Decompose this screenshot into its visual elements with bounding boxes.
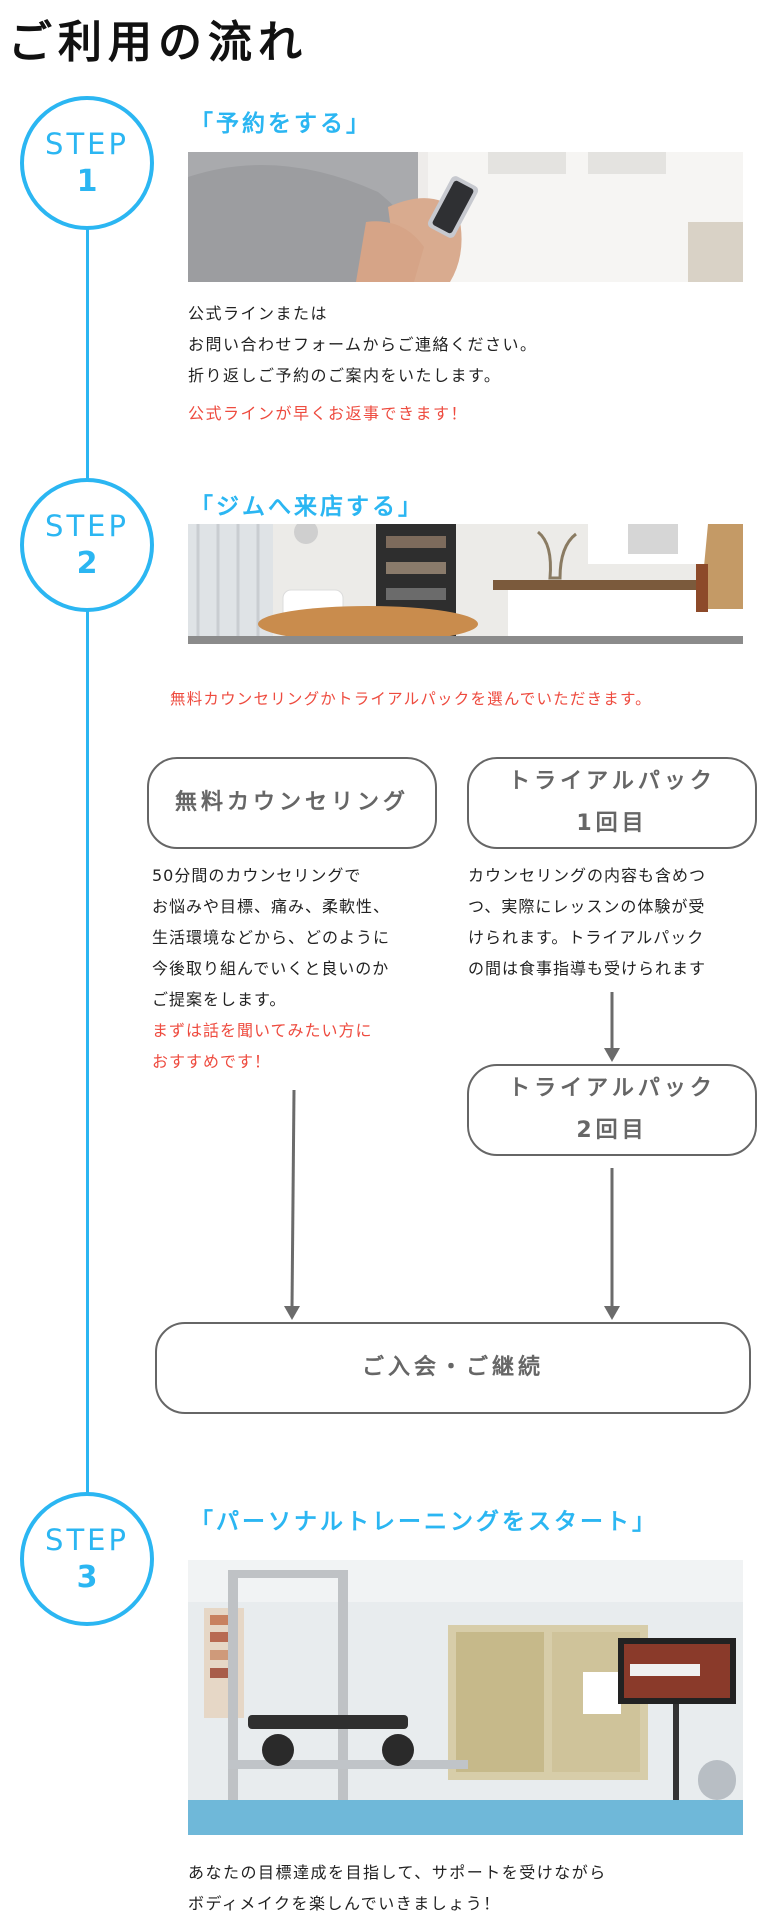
counseling-note-line: おすすめです！ <box>152 1052 272 1071</box>
text-line: ご提案をします。 <box>152 990 287 1009</box>
step-number: 2 <box>76 546 98 581</box>
text-line: お問い合わせフォームからご連絡ください。 <box>188 335 538 354</box>
step-1-description: 公式ラインまたは お問い合わせフォームからご連絡ください。 折り返しご予約のご案… <box>188 298 538 391</box>
step-1-photo-phone <box>188 152 743 282</box>
step-3-description: あなたの目標達成を目指して、サポートを受けながら ボディメイクを楽しんでいきまし… <box>188 1857 607 1919</box>
text-line: あなたの目標達成を目指して、サポートを受けながら <box>188 1863 607 1882</box>
timeline-line <box>86 150 89 1570</box>
text-line: ボディメイクを楽しんでいきましょう！ <box>188 1894 501 1913</box>
text-line: けられます。トライアルパック <box>468 928 705 947</box>
step-1-badge: STEP 1 <box>20 96 154 230</box>
text-line: 生活環境などから、どのように <box>152 928 391 947</box>
arrow-counseling-to-join <box>284 1089 300 1320</box>
step-number: 1 <box>76 164 98 199</box>
counseling-description: 50分間のカウンセリングで お悩みや目標、痛み、柔軟性、 生活環境などから、どの… <box>152 860 390 1077</box>
step-2-photo-gym-lounge <box>188 524 743 644</box>
step-label: STEP <box>45 509 129 543</box>
step-label: STEP <box>45 127 129 161</box>
arrow-trial2-to-join <box>604 1168 620 1320</box>
arrow-trial1-to-trial2 <box>604 992 620 1062</box>
counseling-box: 無料カウンセリング <box>147 757 437 849</box>
step-1-note: 公式ラインが早くお返事できます！ <box>188 404 469 423</box>
counseling-note-line: まずは話を聞いてみたい方に <box>152 1021 373 1040</box>
step-label: STEP <box>45 1523 129 1557</box>
counseling-title: 無料カウンセリング <box>174 790 409 815</box>
step-3-badge: STEP 3 <box>20 1492 154 1626</box>
trial-2-title-line: 2回目 <box>576 1118 648 1143</box>
step-2-heading: 「ジムへ来店する」 <box>190 494 424 520</box>
text-line: お悩みや目標、痛み、柔軟性、 <box>152 897 391 916</box>
trial-1-title-line: トライアルパック <box>508 769 716 794</box>
text-line: つ、実際にレッスンの体験が受 <box>468 897 706 916</box>
text-line: 今後取り組んでいくと良いのか <box>152 959 390 978</box>
text-line: カウンセリングの内容も含めつ <box>468 866 707 885</box>
trial-1-description: カウンセリングの内容も含めつ つ、実際にレッスンの体験が受 けられます。トライア… <box>468 860 706 984</box>
step-2-intro: 無料カウンセリングかトライアルパックを選んでいただきます。 <box>170 690 652 708</box>
text-line: 50分間のカウンセリングで <box>152 866 362 885</box>
join-box: ご入会・ご継続 <box>155 1322 751 1414</box>
join-title: ご入会・ご継続 <box>361 1355 544 1380</box>
trial-2-box: トライアルパック 2回目 <box>467 1064 757 1156</box>
step-3-photo-gym-floor <box>188 1560 743 1835</box>
trial-1-title-line: 1回目 <box>576 811 648 836</box>
text-line: 折り返しご予約のご案内をいたします。 <box>188 366 502 385</box>
step-number: 3 <box>76 1560 98 1595</box>
trial-1-box: トライアルパック 1回目 <box>467 757 757 849</box>
trial-2-title-line: トライアルパック <box>508 1076 716 1101</box>
step-2-badge: STEP 2 <box>20 478 154 612</box>
page-title: ご利用の流れ <box>8 17 308 68</box>
text-line: の間は食事指導も受けられます <box>468 959 707 978</box>
step-3-heading: 「パーソナルトレーニングをスタート」 <box>190 1509 658 1535</box>
step-1-heading: 「予約をする」 <box>190 111 372 137</box>
text-line: 公式ラインまたは <box>188 304 329 323</box>
